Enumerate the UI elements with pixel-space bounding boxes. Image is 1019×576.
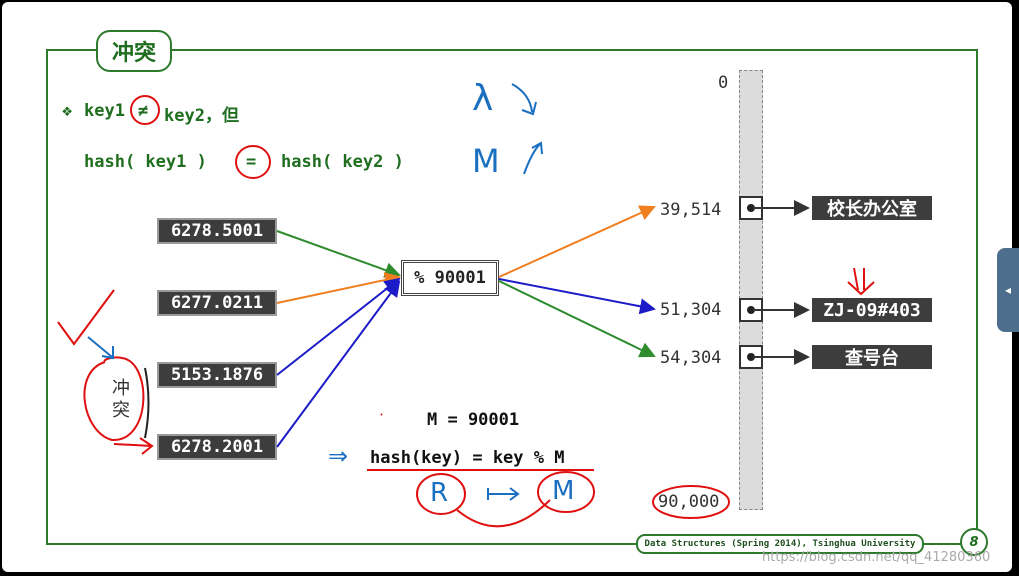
ink-lambda: λ (472, 78, 494, 119)
pointer-dot (747, 306, 755, 314)
key-box: 6278.5001 (157, 218, 277, 244)
address-label: 54,304 (660, 348, 722, 368)
address-label: 39,514 (660, 200, 722, 220)
arrow-key1 (276, 230, 401, 278)
ink-curve-R-to-M (456, 499, 551, 528)
side-panel-toggle[interactable]: ◂ (997, 248, 1019, 332)
modulo-box: % 90001 (401, 260, 499, 296)
key1-text: key1 (84, 101, 125, 121)
key-box: 6277.0211 (157, 290, 277, 316)
hash-key2-text: hash( key2 ) (281, 152, 404, 172)
ink-circle-eq (235, 145, 271, 179)
ink-circle-R (416, 473, 466, 515)
key-box: 5153.1876 (157, 362, 277, 388)
equal-sign: = (246, 152, 257, 172)
key2-text: key2，但 (164, 106, 239, 126)
not-equal-sign: ≠ (138, 101, 149, 121)
bullet-icon: ❖ (62, 101, 73, 121)
ink-implies-arrow: ⇒ (328, 442, 349, 470)
hash-definition: hash(key) = key % M (370, 448, 565, 468)
ink-R: R (430, 478, 449, 508)
arrow-to-39514 (498, 205, 656, 278)
value-box: 校长办公室 (812, 196, 932, 220)
footer-credit: Data Structures (Spring 2014), Tsinghua … (636, 534, 924, 554)
pointer-dot (747, 353, 755, 361)
ink-dot (380, 413, 383, 416)
hash-table (739, 70, 763, 510)
ink-arrow-collision (113, 437, 154, 455)
pointer-dot (747, 204, 755, 212)
slide-frame (46, 49, 978, 545)
arrow-to-51304 (498, 278, 656, 315)
ink-arrow-lambda (511, 83, 537, 116)
ink-maps-to (487, 487, 520, 501)
value-box: ZJ-09#403 (812, 298, 932, 322)
ink-M: M (472, 142, 500, 180)
arrow-to-54304 (498, 280, 656, 358)
ink-circle-M (537, 471, 595, 513)
ink-arrow-down-blue (87, 336, 114, 360)
arrow-key4 (276, 280, 401, 448)
table-top-index: 0 (718, 73, 729, 93)
ink-M-target: M (552, 476, 575, 506)
table-bottom-index: 90,000 (658, 492, 720, 512)
address-label: 51,304 (660, 300, 722, 320)
page-number: 8 (960, 528, 988, 556)
chevron-left-icon: ◂ (1004, 283, 1012, 297)
ink-circle-90000 (652, 485, 730, 519)
hash-key1-text: hash( key1 ) (84, 152, 207, 172)
key-box: 6278.2001 (157, 434, 277, 460)
ink-arrow-down-red (847, 267, 875, 296)
ink-circle-ne (130, 95, 160, 125)
arrow-key3 (276, 277, 401, 376)
watermark: https://blog.csdn.net/qq_41280360 (762, 550, 991, 565)
m-definition: M = 90001 (427, 410, 520, 430)
arrow-key2 (276, 272, 401, 304)
ink-collision-label: 冲 突 (112, 378, 130, 421)
slide-title: 冲突 (96, 30, 172, 72)
ink-check (57, 289, 115, 346)
ink-arrow-M (523, 141, 543, 175)
ink-brace (144, 367, 150, 439)
value-box: 查号台 (812, 345, 932, 369)
